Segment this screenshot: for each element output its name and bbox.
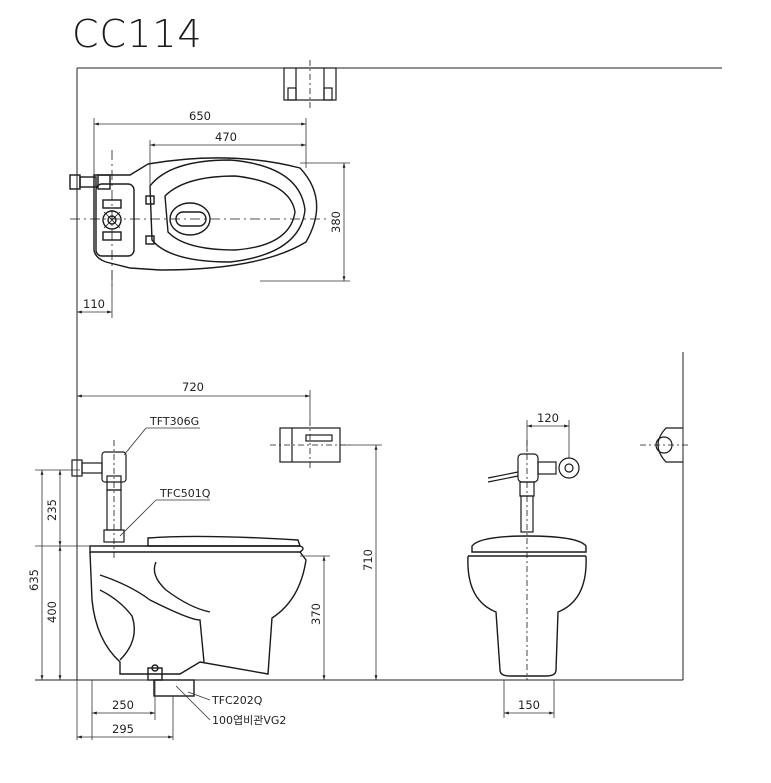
- dim-235: 235: [45, 499, 59, 521]
- dim-650: 650: [189, 109, 211, 123]
- side-bottom-dims: [76, 680, 174, 740]
- label-tft306g: TFT306G: [149, 415, 199, 428]
- dim-120: 120: [537, 411, 559, 425]
- side-vertical-dims: [35, 444, 382, 680]
- toilet-front-view: [467, 535, 587, 677]
- callout-leaders: [119, 427, 211, 721]
- front-bottom-dim: [503, 680, 555, 718]
- dim-400: 400: [45, 601, 59, 623]
- dim-150: 150: [518, 698, 540, 712]
- paper-holder-top-icon: [283, 60, 337, 108]
- flush-valve-front-icon: [487, 440, 580, 680]
- front-top-dim: [526, 420, 570, 458]
- dim-470: 470: [215, 130, 237, 144]
- dim-370: 370: [309, 603, 323, 625]
- dim-250: 250: [112, 698, 134, 712]
- label-pipe: 100엽비관VG2: [212, 714, 286, 727]
- dim-380: 380: [329, 211, 343, 233]
- dim-110: 110: [83, 297, 105, 311]
- dim-720: 720: [182, 380, 204, 394]
- wall-lines: [35, 67, 722, 681]
- top-dimension-lines: [77, 118, 350, 318]
- side-dim-720: [77, 390, 311, 420]
- paper-holder-side-icon: [270, 420, 350, 470]
- label-tfc501q: TFC501Q: [159, 487, 211, 500]
- label-tfc202q: TFC202Q: [211, 694, 263, 707]
- dim-710: 710: [361, 549, 375, 571]
- paper-holder-front-icon: [640, 427, 690, 463]
- dim-295: 295: [112, 722, 134, 736]
- top-view: [69, 60, 337, 290]
- model-title: CC114: [72, 12, 203, 56]
- toilet-side-view: [89, 535, 307, 697]
- flush-valve-side-icon: [71, 440, 127, 560]
- dim-635: 635: [27, 569, 41, 591]
